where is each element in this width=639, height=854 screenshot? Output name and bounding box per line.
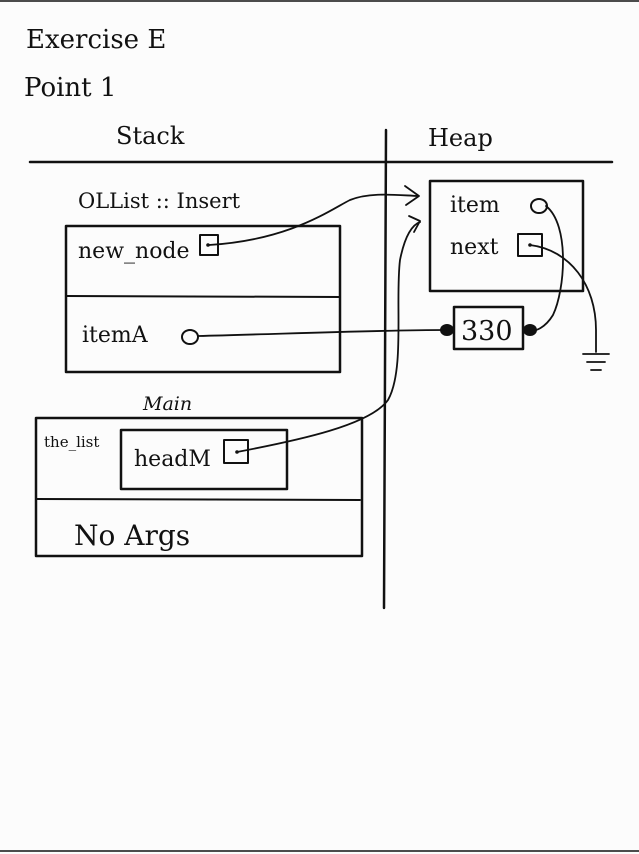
no-args-label: No Args [74, 519, 190, 552]
title-line-2: Point 1 [24, 73, 116, 103]
item-a-link [197, 329, 447, 337]
heap-next-label: next [450, 235, 499, 260]
value-box [452, 305, 525, 351]
value-box-left-dot [440, 324, 454, 336]
insert-frame-box [64, 224, 342, 374]
item-a-label: itemA [82, 323, 149, 348]
the-list-label: the_list [44, 433, 99, 451]
heap-item-label: item [450, 193, 500, 218]
new-node-arrowhead [404, 185, 420, 206]
main-frame-divider [35, 498, 361, 501]
new-node-arrow [208, 193, 419, 246]
heap-item-reference-circle [530, 198, 548, 214]
the-list-object-box [119, 428, 289, 491]
head-m-pointer-box [223, 439, 249, 464]
new-node-label: new_node [78, 239, 190, 264]
head-m-label: headM [134, 447, 211, 472]
stack-heap-divider [382, 128, 388, 610]
insert-frame-divider [65, 295, 341, 298]
main-frame-label: Main [142, 393, 192, 415]
heap-next-pointer-box [517, 233, 543, 257]
heap-node-box [428, 179, 585, 293]
item-a-reference-circle [181, 329, 199, 345]
main-frame-box [34, 416, 364, 558]
value-box-text: 330 [461, 316, 513, 347]
next-null-link [529, 244, 597, 353]
insert-frame-label: OLList :: Insert [78, 189, 241, 213]
stack-header: Stack [116, 122, 185, 150]
heap-item-link [529, 205, 564, 332]
new-node-pointer-dot [206, 243, 210, 247]
heap-header: Heap [428, 124, 493, 152]
title-line-1: Exercise E [26, 25, 166, 55]
ground-null-icon [582, 353, 610, 371]
head-m-arrow [236, 221, 421, 453]
head-m-arrowhead [408, 215, 421, 233]
